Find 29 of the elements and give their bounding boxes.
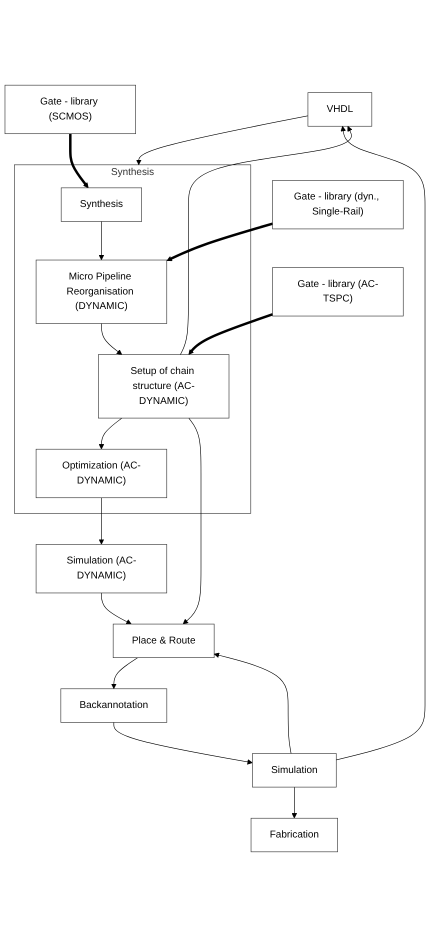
node-box: Fabrication: [250, 818, 338, 852]
node-box: Place & Route: [112, 624, 214, 658]
arrow: [98, 418, 122, 450]
node-box: Gate - library (AC-TSPC): [272, 267, 404, 316]
node-box: Backannotation: [60, 688, 168, 723]
node-box: Setup of chain structure (AC-DYNAMIC): [98, 354, 230, 418]
arrow: [336, 126, 426, 760]
node-box: Synthesis: [60, 188, 142, 222]
arrow: [111, 657, 138, 690]
arrow: [292, 786, 298, 818]
node-box: Simulation (AC-DYNAMIC): [36, 544, 168, 594]
node-box: Gate - library (dyn., Single-Rail): [272, 180, 404, 230]
arrow: [180, 126, 352, 355]
node-box: Simulation: [252, 753, 337, 788]
node-box: Optimization (AC-DYNAMIC): [36, 448, 168, 498]
arrow: [166, 222, 273, 262]
arrow: [182, 418, 202, 624]
arrow: [101, 323, 122, 355]
node-box: VHDL: [308, 92, 372, 127]
arrow: [98, 221, 104, 260]
arrow: [98, 497, 104, 545]
node-box: Gate - library (SCMOS): [4, 84, 136, 134]
arrow: [114, 722, 253, 765]
arrow: [188, 313, 273, 355]
arrow: [136, 115, 308, 166]
arrow: [101, 592, 132, 624]
node-box: Micro Pipeline Reorganisation (DYNAMIC): [36, 260, 168, 324]
arrow: [214, 652, 292, 754]
arrow: [69, 134, 89, 188]
